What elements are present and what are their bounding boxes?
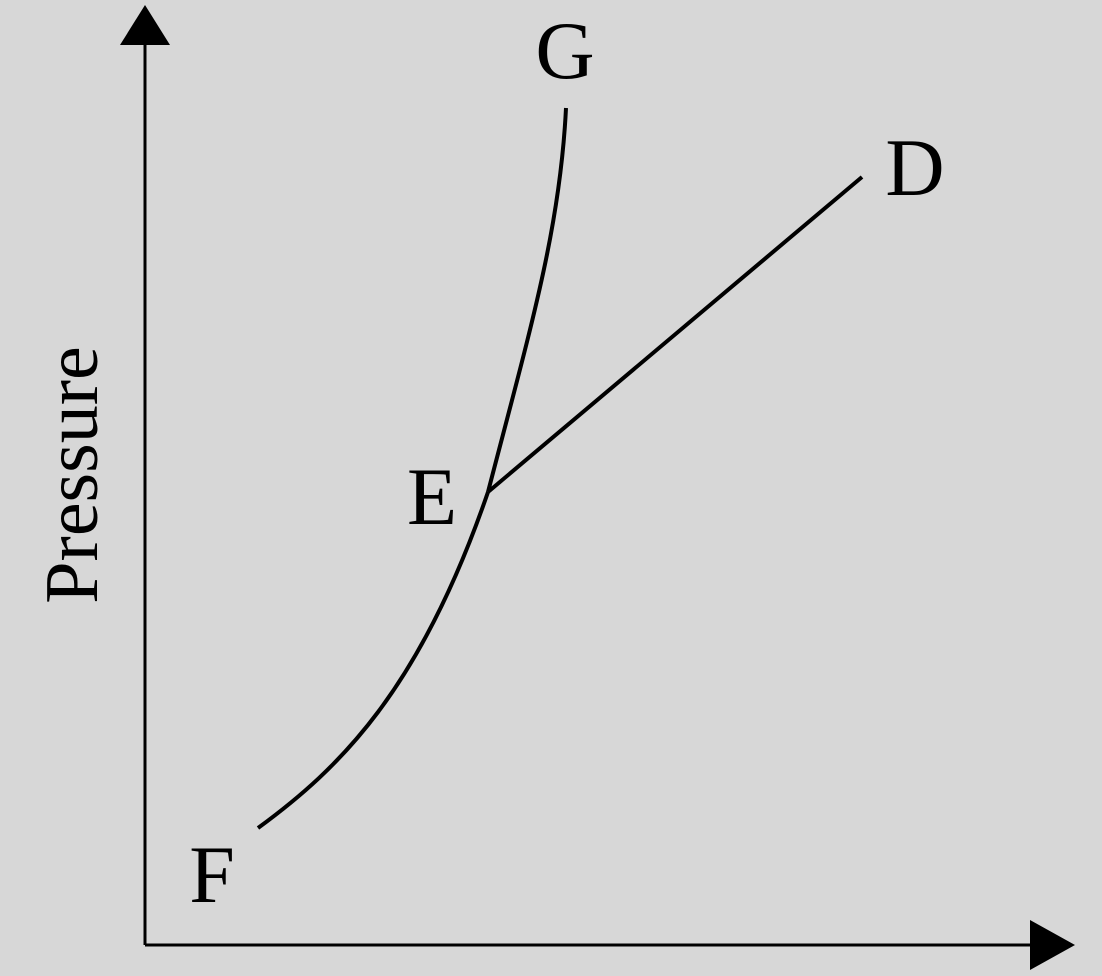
y-axis-arrowhead: [120, 5, 170, 45]
point-label-e: E: [407, 451, 457, 542]
line-ed: [486, 175, 864, 494]
y-axis-label: Pressure: [30, 346, 114, 604]
curve-fe: [256, 491, 490, 830]
point-label-f: F: [189, 829, 235, 920]
x-axis-arrowhead: [1030, 920, 1075, 970]
point-label-d: D: [885, 122, 944, 213]
curve-eg: [486, 107, 568, 493]
point-label-g: G: [535, 5, 594, 96]
